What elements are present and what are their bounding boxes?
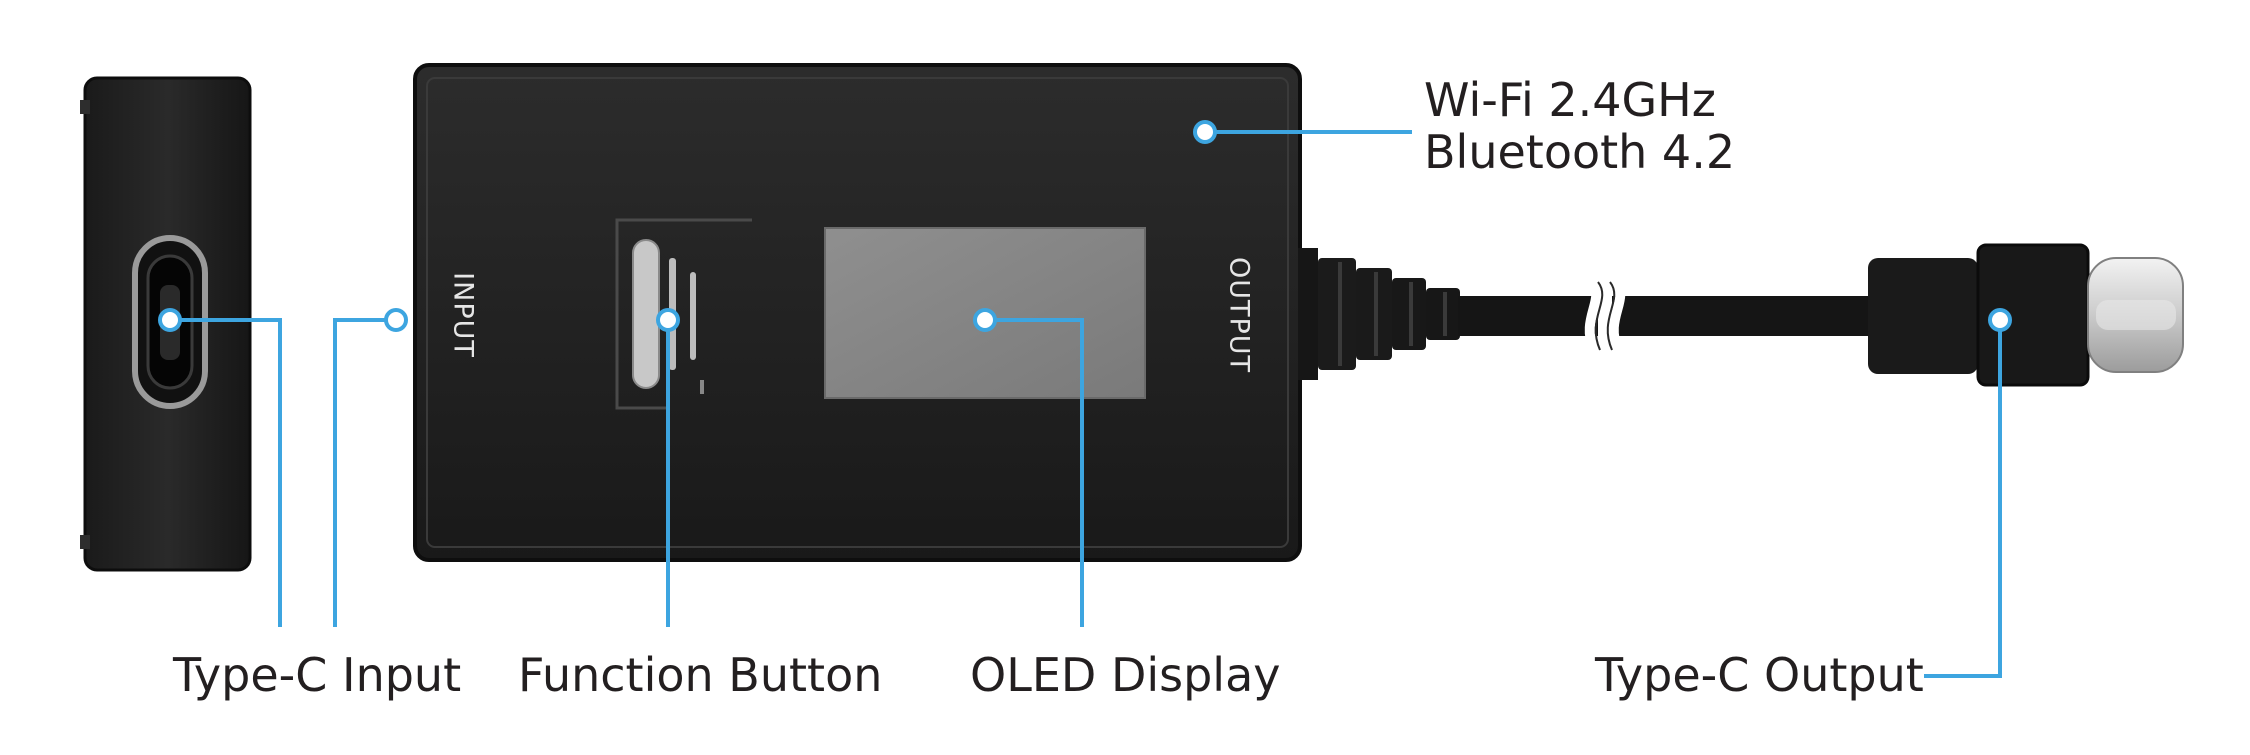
callout-dots: [158, 120, 2012, 332]
oled-display-leader-line: [985, 318, 1084, 627]
wireless-label: Wi-Fi 2.4GHz Bluetooth 4.2: [1424, 74, 1735, 178]
input-side-dot: [384, 308, 408, 332]
input-engraving: INPUT: [448, 272, 479, 358]
wifi-spec-text: Wi-Fi 2.4GHz: [1424, 73, 1716, 127]
type-c-output-label: Type-C Output: [1595, 648, 1924, 702]
type-c-output-dot: [1988, 308, 2012, 332]
output-engraving: OUTPUT: [1224, 257, 1255, 373]
type-c-output-leader-line: [1924, 320, 2002, 678]
type-c-plug: [1868, 243, 2184, 387]
device-top-view: INPUT OUTPUT: [413, 63, 1302, 562]
input-side-leader-line: [333, 318, 396, 627]
cable-strain-relief: [1298, 248, 1460, 380]
function-button-label: Function Button: [518, 648, 883, 702]
cable: [1458, 278, 1874, 353]
bluetooth-spec-text: Bluetooth 4.2: [1424, 125, 1736, 179]
type-c-receptacle-dot: [158, 308, 182, 332]
oled-display-dot: [973, 308, 997, 332]
type-c-input-label: Type-C Input: [173, 648, 462, 702]
function-button-dot: [656, 308, 680, 332]
wireless-dot: [1193, 120, 1217, 144]
function-button[interactable]: [615, 218, 752, 410]
oled-display-label: OLED Display: [970, 648, 1281, 702]
type-c-receptacle-leader-line: [170, 318, 282, 627]
callout-lines: [170, 130, 2002, 678]
